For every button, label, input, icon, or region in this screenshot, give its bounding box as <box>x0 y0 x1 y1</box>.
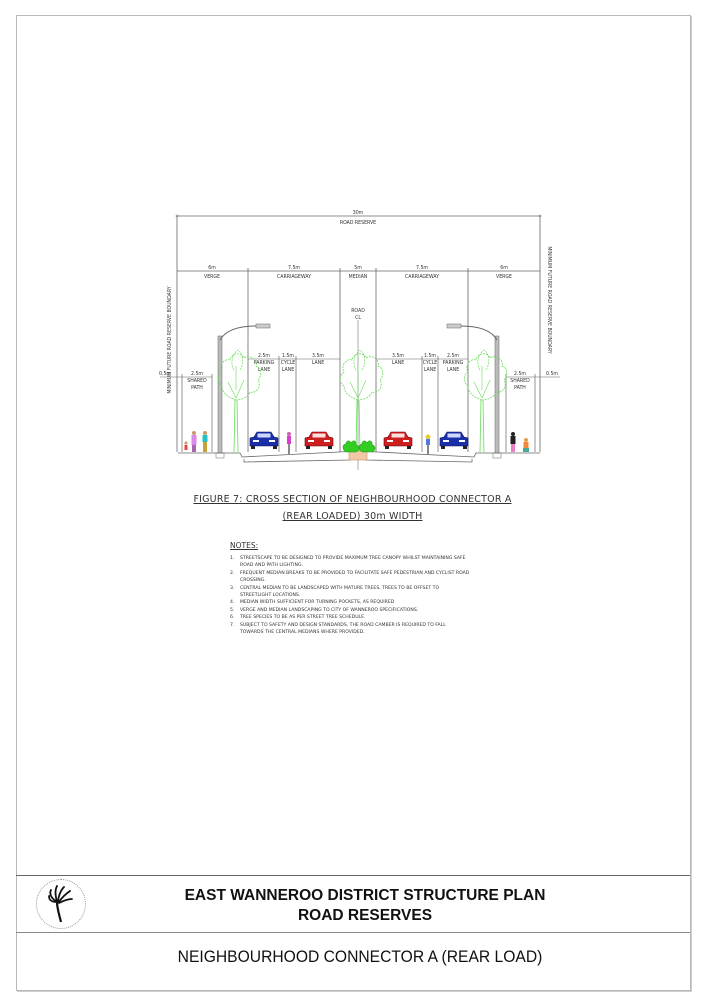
svg-text:7.5m: 7.5m <box>416 265 428 271</box>
svg-text:CL: CL <box>355 315 361 321</box>
svg-text:3.5m: 3.5m <box>392 353 404 359</box>
svg-text:CYCLE: CYCLE <box>281 360 296 366</box>
svg-text:6m: 6m <box>500 265 508 271</box>
verge-label-left: VERGE <box>204 274 220 280</box>
svg-text:3.5m: 3.5m <box>312 353 324 359</box>
car-blue-right-icon <box>439 431 469 450</box>
svg-text:LANE: LANE <box>312 360 324 366</box>
svg-text:LANE: LANE <box>392 360 404 366</box>
cyclist-right-icon <box>425 434 431 454</box>
note-item: 2.FREQUENT MEDIAN BREAKS TO BE PROVIDED … <box>230 570 470 584</box>
svg-text:2.5m: 2.5m <box>258 353 270 359</box>
figure-title-line1: FIGURE 7: CROSS SECTION OF NEIGHBOURHOOD… <box>193 494 512 505</box>
cross-section-diagram: 30m ROAD RESERVE MINIMUM FUTURE ROAD RES… <box>159 210 560 470</box>
svg-text:SHARED: SHARED <box>187 378 207 384</box>
streetlight-left-icon <box>215 323 271 459</box>
pedestrians-left-icon <box>184 431 208 452</box>
note-item: 4.MEDIAN WIDTH SUFFICIENT FOR TURNING PO… <box>230 600 395 606</box>
left-boundary-label: MINIMUM FUTURE ROAD RESERVE BOUNDARY <box>167 286 173 393</box>
shrub-icon <box>358 440 376 453</box>
title-block-divider-top <box>16 875 690 876</box>
svg-text:5m: 5m <box>354 265 362 271</box>
note-item: 1.STREETSCAPE TO BE DESIGNED TO PROVIDE … <box>230 556 466 569</box>
svg-text:1.5m: 1.5m <box>282 353 294 359</box>
svg-text:2.5m: 2.5m <box>191 371 203 377</box>
svg-text:LANE: LANE <box>424 367 436 373</box>
notes-list: 1.STREETSCAPE TO BE DESIGNED TO PROVIDE … <box>230 555 470 636</box>
svg-text:0.5m: 0.5m <box>546 371 558 377</box>
svg-text:PARKING: PARKING <box>443 360 464 366</box>
title-block-subtitle: NEIGHBOURHOOD CONNECTOR A (REAR LOAD) <box>177 947 543 966</box>
svg-text:PARKING: PARKING <box>254 360 275 366</box>
notes-heading: NOTES: <box>230 541 259 550</box>
drawing-frame <box>16 15 691 991</box>
svg-text:6m: 6m <box>208 265 216 271</box>
note-item: 3.CENTRAL MEDIAN TO BE LANDSCAPED WITH M… <box>230 585 440 599</box>
pedestrians-right-icon <box>510 432 529 452</box>
title-block-title-line2: ROAD RESERVES <box>297 907 433 924</box>
cyclist-left-icon <box>287 432 291 454</box>
right-boundary-label: MINIMUM FUTURE ROAD RESERVE BOUNDARY <box>546 246 552 353</box>
tree-median-icon <box>339 349 384 453</box>
note-item: 5.VERGE AND MEDIAN LANDSCAPING TO CITY O… <box>230 607 419 613</box>
svg-text:LANE: LANE <box>258 367 270 373</box>
carriageway-label-right: CARRIAGEWAY <box>405 274 439 280</box>
svg-text:SHARED: SHARED <box>510 378 530 384</box>
svg-text:LANE: LANE <box>282 367 294 373</box>
svg-text:PATH: PATH <box>514 385 526 391</box>
svg-text:PATH: PATH <box>191 385 203 391</box>
tree-right-icon <box>463 349 508 453</box>
carriageway-label-left: CARRIAGEWAY <box>277 274 311 280</box>
car-red-left-icon <box>304 431 334 450</box>
overall-dimension: 30m <box>353 210 364 216</box>
road-cl-label: ROAD <box>351 308 365 314</box>
note-item: 7.SUBJECT TO SAFETY AND DESIGN STANDARDS… <box>230 622 446 636</box>
svg-text:2.5m: 2.5m <box>514 371 526 377</box>
svg-text:LANE: LANE <box>447 367 459 373</box>
kangaroo-paw-logo-icon <box>36 879 86 929</box>
median-planter <box>348 450 368 461</box>
verge-label-right: VERGE <box>496 274 512 280</box>
svg-text:1.5m: 1.5m <box>424 353 436 359</box>
svg-text:7.5m: 7.5m <box>288 265 300 271</box>
note-item: 6.TREE SPECIES TO BE AS PER STREET TREE … <box>230 615 366 621</box>
svg-text:2.5m: 2.5m <box>447 353 459 359</box>
median-label: MEDIAN <box>349 274 368 280</box>
figure-title-line2: (REAR LOADED) 30m WIDTH <box>282 511 423 522</box>
title-block-title-line1: EAST WANNEROO DISTRICT STRUCTURE PLAN <box>184 887 546 904</box>
title-block-divider-middle <box>16 932 690 933</box>
svg-text:0.5m: 0.5m <box>159 371 171 377</box>
car-blue-left-icon <box>249 431 279 450</box>
car-red-right-icon <box>383 431 413 450</box>
svg-text:CYCLE: CYCLE <box>423 360 438 366</box>
road-reserve-label: ROAD RESERVE <box>340 220 376 226</box>
streetlight-right-icon <box>446 323 502 459</box>
shrub-icon <box>342 440 360 453</box>
